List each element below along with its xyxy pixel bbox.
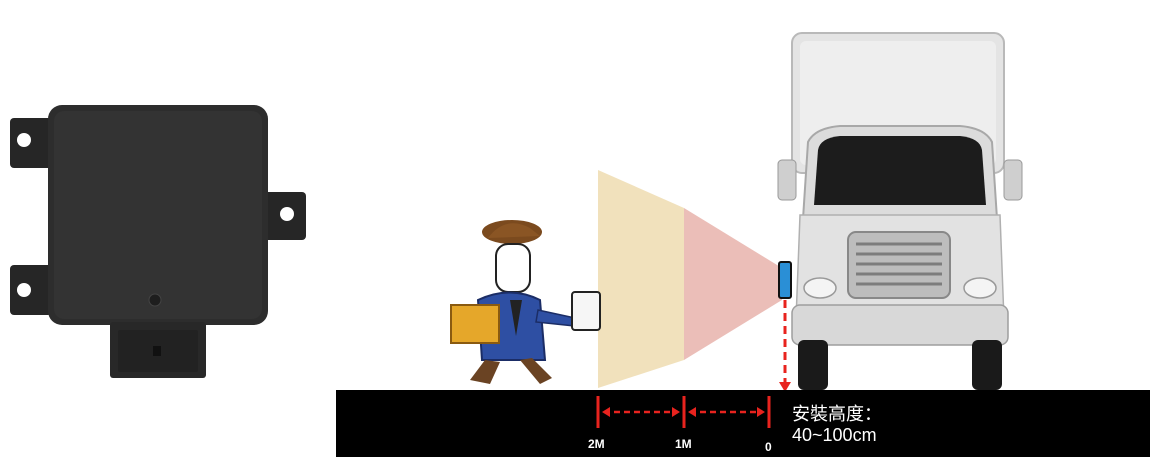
- truck-bumper: [791, 304, 1009, 346]
- install-height-label: 安裝高度：: [792, 404, 882, 425]
- mount-ear-top-left: [10, 118, 52, 168]
- ground-bar: [336, 390, 1150, 457]
- clipboard: [571, 291, 601, 331]
- distance-label-0: 0: [765, 440, 772, 454]
- truck-wheel-right: [972, 340, 1002, 390]
- delivery-truck: [777, 32, 1023, 390]
- truck-wheel-left: [798, 340, 828, 390]
- detection-zone-near: [684, 208, 782, 360]
- distance-label-2m: 2M: [588, 437, 605, 451]
- mounted-sensor: [778, 261, 792, 299]
- status-led: [148, 293, 162, 307]
- distance-label-1m: 1M: [675, 437, 692, 451]
- detection-zone-far: [598, 170, 684, 388]
- sensor-controller-box: [10, 105, 306, 378]
- install-height-value: 40~100cm: [792, 425, 877, 445]
- carried-box: [450, 304, 500, 344]
- pedestrian-figure: [450, 220, 601, 384]
- truck-windshield: [814, 136, 986, 205]
